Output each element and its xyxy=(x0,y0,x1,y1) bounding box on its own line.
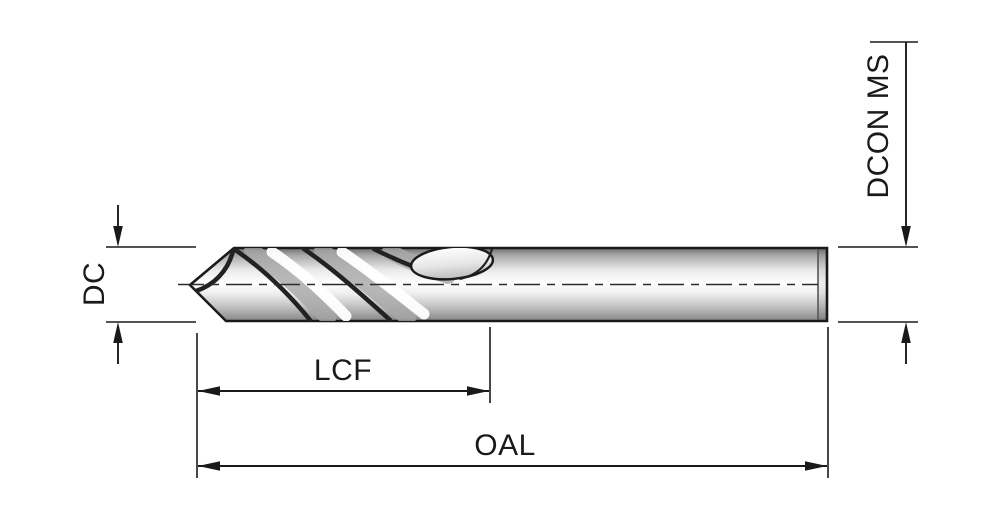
flute-edge-2 xyxy=(301,248,393,321)
drill-body xyxy=(178,246,829,323)
flute-edge-tip xyxy=(193,248,236,294)
flute-edge-1 xyxy=(231,248,313,321)
lcf-dimension: LCF xyxy=(196,327,491,478)
dc-arrowhead-top xyxy=(113,226,123,247)
flute-runout xyxy=(409,248,495,281)
flute-shade-1 xyxy=(244,248,336,321)
lcf-label: LCF xyxy=(314,354,372,387)
dcon-arrowhead-top xyxy=(901,226,911,247)
oal-label: OAL xyxy=(474,429,536,462)
dcon-dimension: DCON MS xyxy=(838,41,918,364)
dc-arrowhead-bottom xyxy=(113,322,123,343)
dc-dimension: DC xyxy=(78,205,196,364)
flute-highlight-1 xyxy=(266,248,352,321)
flute-shade-2 xyxy=(314,248,416,321)
oal-arrowhead-left xyxy=(198,461,220,471)
oal-dimension: OAL xyxy=(198,327,829,478)
dcon-label: DCON MS xyxy=(862,53,895,198)
flute-runout-edge xyxy=(459,248,494,281)
lcf-arrowhead-left xyxy=(198,386,220,396)
flute-detail xyxy=(190,248,827,321)
shank-end-face xyxy=(818,248,827,321)
flute-highlight-2 xyxy=(336,248,430,320)
dcon-arrowhead-bottom xyxy=(901,322,911,343)
dc-label: DC xyxy=(78,262,111,306)
lcf-arrowhead-right xyxy=(467,386,489,396)
oal-arrowhead-right xyxy=(805,461,827,471)
